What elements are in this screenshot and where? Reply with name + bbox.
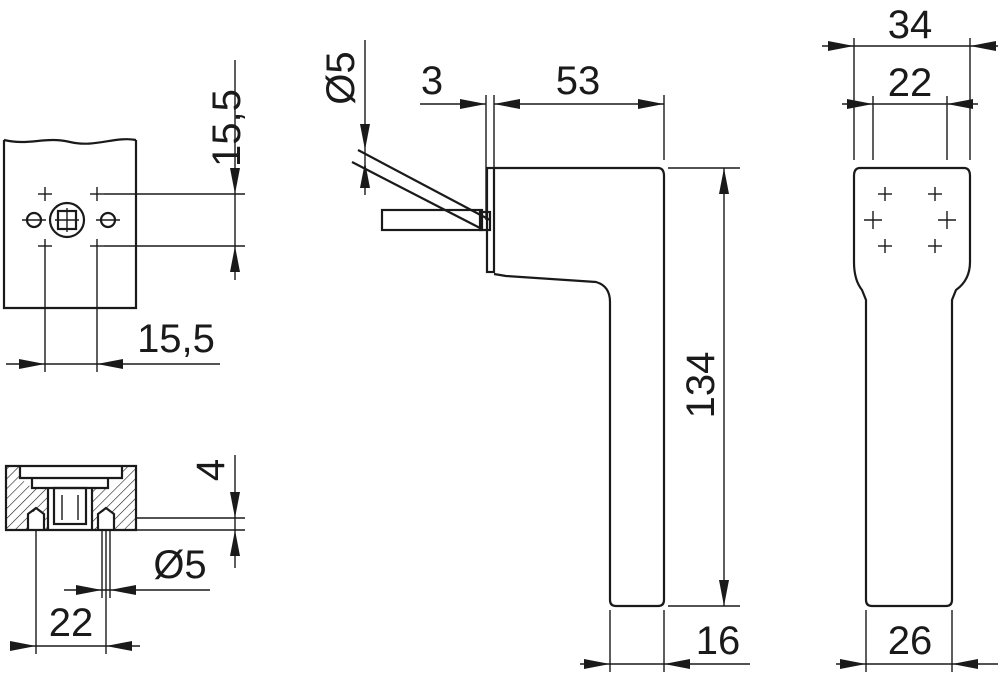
dim-section-hole-diameter: Ø5 — [153, 543, 206, 587]
dim-plate-hole-horizontal: 15,5 — [137, 317, 215, 361]
plate-break-line — [3, 138, 137, 145]
dim-front-lever-width: 26 — [888, 619, 933, 663]
dim-side-lever-width: 16 — [696, 619, 741, 663]
lever-front-view: 34 22 26 — [822, 3, 998, 672]
screw-marks — [38, 187, 104, 253]
front-screw-marks — [864, 187, 956, 253]
dim-section-width: 22 — [49, 601, 94, 645]
dim-side-projection: 53 — [556, 59, 601, 103]
dim-section-depth: 4 — [189, 459, 233, 481]
dim-front-rose-width: 34 — [888, 3, 933, 47]
rose-plate-view: 15,5 15,5 — [2, 60, 249, 372]
lever-side-view: Ø5 3 53 134 16 — [319, 40, 750, 672]
rose-side — [485, 166, 496, 274]
dim-plate-hole-vertical: 15,5 — [205, 89, 249, 167]
dim-front-hole-spacing: 22 — [888, 61, 933, 105]
lever-body — [493, 166, 666, 608]
dim-side-pin-diameter: Ø5 — [319, 51, 363, 104]
spindle-pin — [380, 208, 484, 232]
plate-section-view: 4 Ø5 22 — [4, 455, 245, 654]
lever-front-outline — [852, 166, 972, 608]
dim-side-height: 134 — [679, 352, 723, 419]
dim-side-offset: 3 — [421, 59, 443, 103]
spindle-ring — [48, 201, 86, 239]
plate-outline — [2, 140, 138, 310]
grub-screw — [357, 149, 491, 221]
